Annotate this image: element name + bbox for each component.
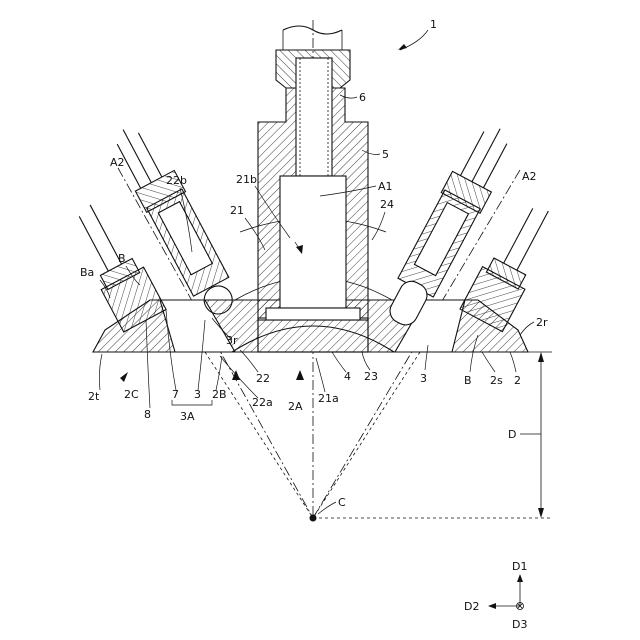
leader-23 xyxy=(362,352,370,370)
label-d2: D2 xyxy=(464,600,479,613)
leader-24 xyxy=(372,212,385,240)
label-2c: 2C xyxy=(124,388,139,401)
label-8: 8 xyxy=(144,408,151,421)
dimension-arrow-bottom xyxy=(538,508,544,518)
label-3-left: 3 xyxy=(194,388,201,401)
outer-lead-left-2 xyxy=(90,205,121,264)
label-a1: A1 xyxy=(378,180,393,193)
leader-2 xyxy=(510,352,516,372)
left-lead-2 xyxy=(123,130,151,183)
label-b-right: B xyxy=(464,374,472,387)
plate-4 xyxy=(258,320,368,352)
dimension-arrow-top xyxy=(538,352,544,362)
plate-gap xyxy=(266,308,360,320)
outer-lead-right-1 xyxy=(504,208,533,263)
label-1: 1 xyxy=(430,18,437,31)
leader-2r xyxy=(520,322,534,335)
label-2t: 2t xyxy=(88,390,100,403)
leader-22 xyxy=(240,350,258,372)
label-c: C xyxy=(338,496,346,509)
label-2b: 2B xyxy=(212,388,227,401)
arrow-2c-head xyxy=(120,372,128,382)
right-lead-2 xyxy=(472,129,500,182)
label-3-right: 3 xyxy=(420,372,427,385)
label-21b: 21b xyxy=(236,173,257,186)
label-2: 2 xyxy=(514,374,521,387)
threaded-bore xyxy=(296,58,332,176)
break-line-top xyxy=(283,26,342,34)
direction-indicator: D1 D2 D3 xyxy=(464,560,527,631)
label-22: 22 xyxy=(256,372,270,385)
label-d1: D1 xyxy=(512,560,527,573)
label-3a: 3A xyxy=(180,410,195,423)
label-24: 24 xyxy=(380,198,394,211)
label-21: 21 xyxy=(230,204,244,217)
d2-arrow-head xyxy=(488,603,496,609)
label-21a: 21a xyxy=(318,392,339,405)
center-point-c xyxy=(310,515,317,522)
right-lead-3 xyxy=(483,144,506,188)
label-23: 23 xyxy=(364,370,378,383)
leader-4 xyxy=(332,352,346,372)
label-2s: 2s xyxy=(490,374,503,387)
outer-lead-right-2 xyxy=(517,211,548,270)
label-d: D xyxy=(508,428,516,441)
label-22b: 22b xyxy=(166,174,187,187)
leader-c xyxy=(318,502,336,514)
label-3r: 3r xyxy=(226,334,238,347)
label-5: 5 xyxy=(382,148,389,161)
label-4: 4 xyxy=(344,370,351,383)
d1-arrow-head xyxy=(517,574,523,582)
leader-2t xyxy=(99,354,102,390)
cavity-21b xyxy=(280,176,346,308)
arrow-2a-head xyxy=(296,370,304,380)
label-a2-right: A2 xyxy=(522,170,537,183)
label-6: 6 xyxy=(359,91,366,104)
label-ba: Ba xyxy=(80,266,94,279)
holder-assembly xyxy=(258,26,368,352)
right-lead-1 xyxy=(460,131,483,175)
label-2r: 2r xyxy=(536,316,548,329)
leader-2s xyxy=(482,352,495,372)
label-b-left: B xyxy=(118,252,126,265)
leader-21a xyxy=(316,358,325,392)
label-2a: 2A xyxy=(288,400,303,413)
left-lead-3 xyxy=(138,133,161,177)
label-22a: 22a xyxy=(252,396,273,409)
outer-lead-left-1 xyxy=(79,216,108,271)
label-d3: D3 xyxy=(512,618,527,631)
label-a2-left: A2 xyxy=(110,156,125,169)
label-7: 7 xyxy=(172,388,179,401)
